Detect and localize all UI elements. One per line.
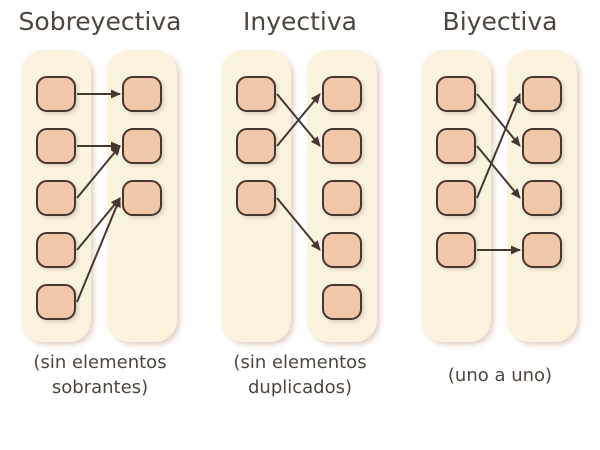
codomain-column — [507, 50, 577, 342]
codomain-item — [522, 180, 562, 216]
panel-inyectiva: Inyectiva (sin elementos duplicados) — [200, 0, 400, 450]
codomain-item — [522, 76, 562, 112]
domain-item — [36, 76, 76, 112]
codomain-item — [122, 128, 162, 164]
domain-column — [21, 50, 91, 342]
codomain-item — [322, 76, 362, 112]
domain-item — [436, 180, 476, 216]
domain-item — [436, 76, 476, 112]
panel-title: Sobreyectiva — [18, 7, 182, 36]
panel-title: Biyectiva — [442, 7, 558, 36]
codomain-column — [307, 50, 377, 342]
codomain-item — [322, 180, 362, 216]
codomain-item — [122, 180, 162, 216]
panel-caption: (uno a uno) — [447, 364, 553, 386]
domain-item — [236, 180, 276, 216]
domain-item — [36, 180, 76, 216]
codomain-item — [122, 76, 162, 112]
domain-item — [36, 128, 76, 164]
domain-item — [36, 284, 76, 320]
codomain-item — [322, 128, 362, 164]
codomain-column — [107, 50, 177, 342]
domain-item — [36, 232, 76, 268]
domain-item — [236, 76, 276, 112]
panel-caption: (sin elementos sobrantes) — [33, 352, 167, 398]
codomain-item — [322, 284, 362, 320]
domain-item — [236, 128, 276, 164]
panel-biyectiva: Biyectiva (uno a uno) — [400, 0, 600, 450]
codomain-item — [322, 232, 362, 268]
panel-title: Inyectiva — [242, 7, 357, 36]
panel-sobreyectiva: Sobreyectiva (sin elementos sobrantes) — [0, 0, 200, 450]
codomain-item — [522, 128, 562, 164]
domain-item — [436, 232, 476, 268]
panel-caption: (sin elementos duplicados) — [233, 352, 367, 398]
domain-column — [221, 50, 291, 342]
codomain-item — [522, 232, 562, 268]
domain-column — [421, 50, 491, 342]
domain-item — [436, 128, 476, 164]
